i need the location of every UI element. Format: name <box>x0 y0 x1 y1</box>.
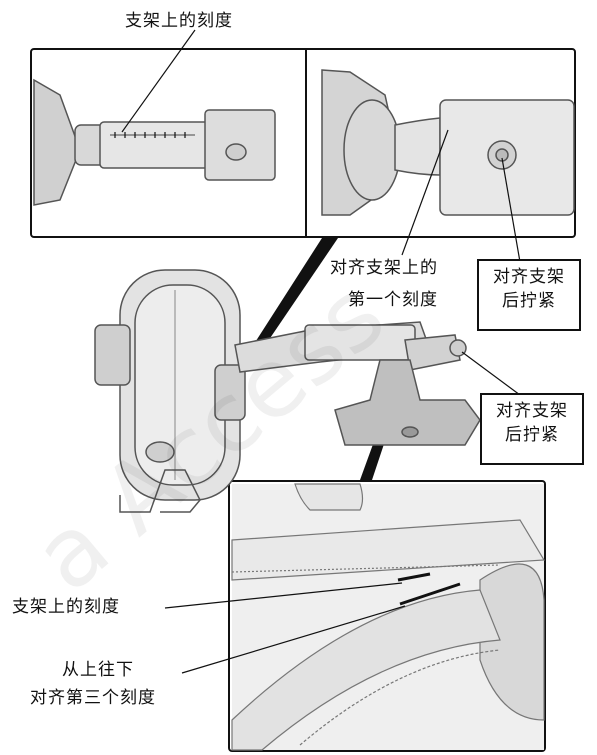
label-top-down-line2: 对齐第三个刻度 <box>30 688 156 708</box>
arm-scale-ticks <box>110 132 195 138</box>
label-align-tighten-b: 对齐支架 后拧紧 <box>480 393 584 465</box>
label-align-tighten-a-line1: 对齐支架 <box>493 267 565 287</box>
phone-holder-main <box>94 269 246 513</box>
mount-base-main <box>334 359 481 446</box>
dashboard-scale-marks <box>397 572 461 606</box>
leader-screw-a <box>501 157 521 263</box>
label-top-down-line1: 从上往下 <box>62 660 134 680</box>
telescopic-arm-main <box>234 321 467 373</box>
label-top-scale: 支架上的刻度 <box>125 11 233 31</box>
ball-joint-detail <box>321 69 575 216</box>
label-bottom-scale: 支架上的刻度 <box>12 597 120 617</box>
leader-first-tick <box>401 129 449 256</box>
label-align-first-line2: 第一个刻度 <box>348 290 438 310</box>
label-align-tighten-b-line1: 对齐支架 <box>496 401 568 421</box>
label-align-first-line1: 对齐支架上的 <box>330 258 438 278</box>
leader-top-down <box>181 605 406 674</box>
dashboard-detail <box>231 483 546 751</box>
label-align-tighten-a-line2: 后拧紧 <box>502 291 556 311</box>
leader-bottom-scale <box>164 582 403 609</box>
label-align-tighten-a: 对齐支架 后拧紧 <box>477 259 581 331</box>
leader-screw-b <box>461 351 521 396</box>
arm-scale-detail <box>33 78 276 206</box>
leader-top-scale <box>121 29 196 133</box>
connector-wedge-top <box>254 238 338 350</box>
label-align-tighten-b-line2: 后拧紧 <box>505 425 559 445</box>
